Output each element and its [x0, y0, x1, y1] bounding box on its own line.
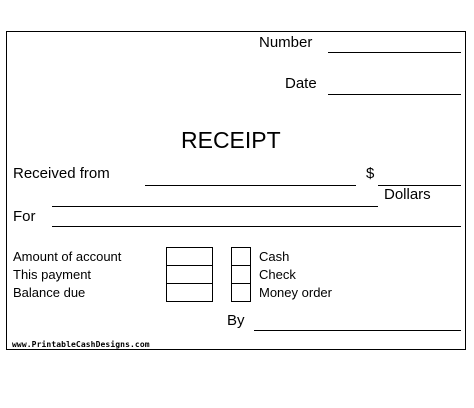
receipt-form: Number Date RECEIPT Received from $ Doll…: [6, 31, 466, 350]
dollars-written-field[interactable]: [52, 206, 378, 207]
number-field[interactable]: [328, 52, 461, 53]
received-from-label: Received from: [13, 165, 110, 182]
this-payment-label: This payment: [13, 267, 92, 282]
dollar-sign: $: [366, 165, 375, 182]
for-field[interactable]: [52, 226, 461, 227]
by-label: By: [227, 312, 245, 329]
cash-checkbox[interactable]: [231, 247, 251, 266]
amount-of-account-box[interactable]: [166, 247, 213, 266]
date-field[interactable]: [328, 94, 461, 95]
number-label: Number: [259, 34, 313, 51]
cash-label: Cash: [259, 249, 290, 264]
date-label: Date: [285, 75, 317, 92]
balance-due-label: Balance due: [13, 285, 86, 300]
receipt-title: RECEIPT: [181, 127, 281, 153]
this-payment-box[interactable]: [166, 265, 213, 284]
received-from-field[interactable]: [145, 185, 356, 186]
money-order-label: Money order: [259, 285, 332, 300]
balance-due-box[interactable]: [166, 283, 213, 302]
for-label: For: [13, 208, 36, 225]
signature-field[interactable]: [254, 330, 461, 331]
dollars-label: Dollars: [384, 186, 431, 203]
amount-field[interactable]: [378, 185, 461, 186]
check-label: Check: [259, 267, 296, 282]
check-checkbox[interactable]: [231, 265, 251, 284]
amount-of-account-label: Amount of account: [13, 249, 122, 264]
footer-url: www.PrintableCashDesigns.com: [12, 340, 150, 349]
money-order-checkbox[interactable]: [231, 283, 251, 302]
